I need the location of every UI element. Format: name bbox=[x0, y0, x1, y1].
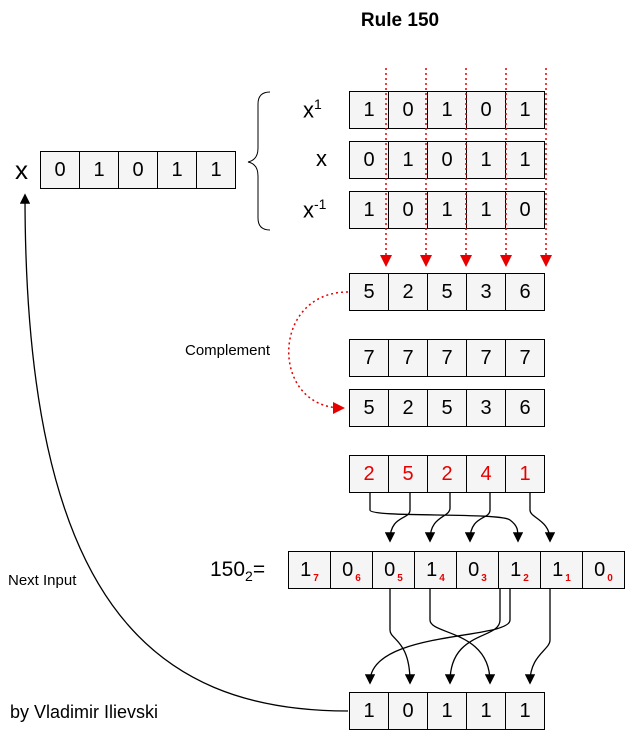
index-cell: 1 bbox=[505, 455, 545, 493]
next-input-arrow bbox=[19, 193, 349, 712]
shift-cell: 0 bbox=[466, 91, 506, 129]
input-cell: 0 bbox=[118, 151, 158, 189]
index-cell: 5 bbox=[388, 455, 428, 493]
complement-result-row: 5 2 5 3 6 bbox=[349, 389, 545, 427]
output-row: 1 0 1 1 1 bbox=[349, 692, 545, 730]
shift-row-x: 0 1 0 1 1 bbox=[349, 141, 545, 179]
output-connector bbox=[364, 589, 511, 685]
author-credit: by Vladimir Ilievski bbox=[10, 702, 159, 722]
sevens-cell: 7 bbox=[388, 339, 428, 377]
shift-cell: 0 bbox=[349, 141, 389, 179]
shift-cell: 0 bbox=[427, 141, 467, 179]
output-cell: 1 bbox=[505, 692, 545, 730]
shift-cell: 1 bbox=[466, 141, 506, 179]
sevens-cell: 7 bbox=[466, 339, 506, 377]
shift-cell: 0 bbox=[505, 191, 545, 229]
shift-row-xm1: 1 0 1 1 0 bbox=[349, 191, 545, 229]
shift-cell: 1 bbox=[349, 191, 389, 229]
index-connector bbox=[424, 493, 451, 543]
output-connector bbox=[444, 589, 501, 685]
shift-cell: 1 bbox=[427, 91, 467, 129]
shift-cell: 1 bbox=[427, 191, 467, 229]
index-connector bbox=[529, 493, 556, 543]
diagram-title: Rule 150 bbox=[360, 10, 440, 31]
index-row: 2 5 2 4 1 bbox=[349, 455, 545, 493]
input-row: 0 1 0 1 1 bbox=[40, 151, 236, 189]
input-cell: 1 bbox=[157, 151, 197, 189]
output-connector bbox=[389, 589, 416, 685]
index-connector bbox=[384, 493, 411, 543]
complement-label: Complement bbox=[183, 342, 273, 359]
output-cell: 0 bbox=[388, 692, 428, 730]
sevens-cell: 7 bbox=[505, 339, 545, 377]
sum-cell: 5 bbox=[427, 273, 467, 311]
sum-cell: 6 bbox=[505, 273, 545, 311]
complement-arrow bbox=[288, 291, 349, 414]
index-cell: 2 bbox=[427, 455, 467, 493]
complement-cell: 5 bbox=[427, 389, 467, 427]
complement-cell: 3 bbox=[466, 389, 506, 427]
complement-cell: 2 bbox=[388, 389, 428, 427]
index-cell: 2 bbox=[349, 455, 389, 493]
complement-cell: 6 bbox=[505, 389, 545, 427]
shift-cell: 1 bbox=[505, 141, 545, 179]
input-cell: 0 bbox=[40, 151, 80, 189]
sevens-row: 7 7 7 7 7 bbox=[349, 339, 545, 377]
sum-cell: 3 bbox=[466, 273, 506, 311]
output-cell: 1 bbox=[466, 692, 506, 730]
sum-cell: 2 bbox=[388, 273, 428, 311]
sum-row: 5 2 5 3 6 bbox=[349, 273, 545, 311]
index-connector bbox=[369, 493, 524, 543]
shift-cell: 1 bbox=[466, 191, 506, 229]
output-connector bbox=[524, 589, 551, 685]
output-cell: 1 bbox=[349, 692, 389, 730]
sum-cell: 5 bbox=[349, 273, 389, 311]
index-connector bbox=[464, 493, 491, 543]
shift-label-x0: x bbox=[316, 146, 327, 171]
index-cell: 4 bbox=[466, 455, 506, 493]
input-x-label: x bbox=[15, 155, 28, 185]
shift-cell: 0 bbox=[388, 191, 428, 229]
shift-label-xm1: x-1 bbox=[303, 196, 327, 223]
brace-shape bbox=[247, 91, 271, 231]
shift-cell: 1 bbox=[505, 91, 545, 129]
input-cell: 1 bbox=[79, 151, 119, 189]
shift-label-x1: x1 bbox=[303, 96, 322, 123]
sevens-cell: 7 bbox=[427, 339, 467, 377]
output-connector bbox=[429, 589, 496, 685]
shift-cell: 1 bbox=[388, 141, 428, 179]
rule-binary-label: 1502= bbox=[210, 558, 266, 584]
sevens-cell: 7 bbox=[349, 339, 389, 377]
shift-cell: 0 bbox=[388, 91, 428, 129]
next-input-label: Next Input bbox=[8, 572, 77, 589]
shift-row-x1: 1 0 1 0 1 bbox=[349, 91, 545, 129]
shift-cell: 1 bbox=[349, 91, 389, 129]
complement-cell: 5 bbox=[349, 389, 389, 427]
input-cell: 1 bbox=[196, 151, 236, 189]
output-cell: 1 bbox=[427, 692, 467, 730]
